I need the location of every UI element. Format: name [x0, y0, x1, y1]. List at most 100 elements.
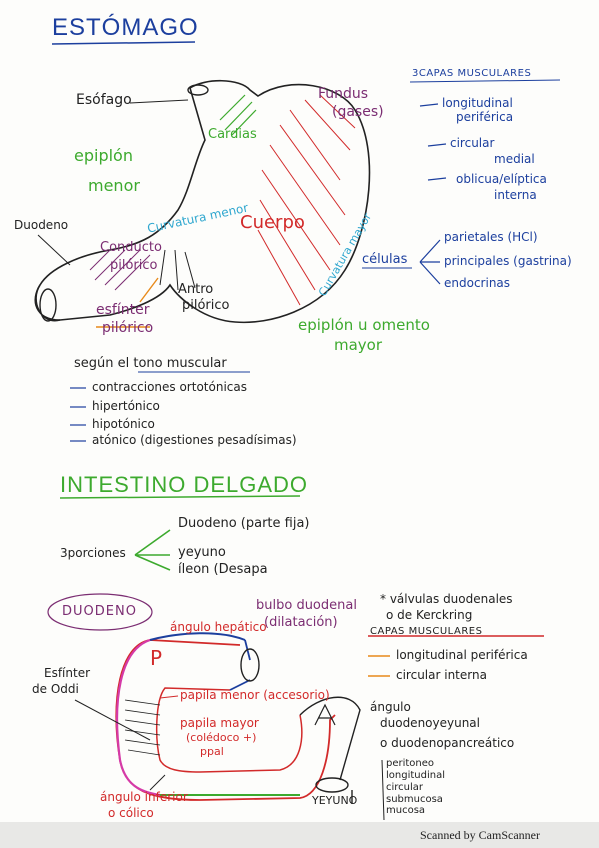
label-angulo-inf-2: o cólico	[108, 806, 154, 820]
porcion-1: Duodeno (parte fija)	[178, 516, 310, 531]
capas-list-5: mucosa	[386, 805, 426, 816]
label-valvulas-1: * válvulas duodenales	[380, 592, 513, 606]
label-epiplon-menor-2: menor	[88, 176, 140, 195]
pyloric-hatching	[89, 249, 151, 291]
duodeno-arrow	[37, 234, 71, 266]
duodenum-opening	[39, 288, 57, 322]
label-angulo-hepatico: ángulo hepático	[170, 620, 267, 634]
tono-4: atónico (digestiones pesadísimas)	[92, 433, 297, 447]
yeyuno-opening	[315, 777, 349, 793]
body-hatching	[257, 94, 356, 306]
capa-3b: interna	[494, 188, 537, 202]
label-esfinter-1: esfínter	[96, 302, 150, 318]
esfinter-arrow	[139, 277, 159, 303]
tono-3: hipotónico	[92, 417, 155, 431]
capa-3a: oblicua/elíptica	[456, 172, 547, 186]
intestino-title: INTESTINO DELGADO	[60, 472, 309, 497]
duodenum-a-mark	[314, 703, 336, 726]
title-underline	[51, 41, 196, 45]
label-cardias: Cardias	[208, 127, 257, 142]
stomach-title: ESTÓMAGO	[52, 14, 199, 41]
pancreas-hatching	[124, 699, 161, 756]
tono-2: hipertónico	[92, 399, 160, 413]
label-celulas: células	[362, 252, 408, 267]
label-angulo-dy-3: o duodenopancreático	[380, 736, 515, 750]
scan-strip	[0, 822, 599, 848]
oddi-pointer	[74, 699, 151, 741]
capas-list-2: longitudinal	[386, 770, 445, 781]
label-esfinter-oddi-2: de Oddi	[32, 682, 79, 696]
label-angulo-inf-1: ángulo inferior	[100, 790, 188, 804]
duodenum-left-magenta	[115, 638, 161, 797]
label-papila-mayor-2: (colédoco +)	[186, 731, 257, 744]
label-esfinter-2: pilórico	[102, 320, 154, 336]
capa-duo-2: circular interna	[396, 668, 487, 682]
cardias-hatching	[219, 94, 257, 136]
papila-menor-pointer	[159, 695, 179, 699]
esophagus-opening	[187, 84, 209, 96]
label-papila-mayor-3: ppal	[200, 745, 224, 758]
capas-arrows	[419, 103, 447, 181]
celula-2: principales (gastrina)	[444, 254, 572, 268]
duodenum-top-blue	[149, 632, 246, 641]
porcion-3: íleon (Desapa	[178, 562, 268, 577]
capa-1a: longitudinal	[442, 96, 513, 110]
label-cuerpo: Cuerpo	[240, 212, 305, 233]
label-antro-2: pilórico	[182, 298, 230, 313]
duodenum-c-inner	[155, 687, 303, 773]
capas-list-4: submucosa	[386, 794, 443, 805]
tono-intro: según el tono muscular	[74, 356, 227, 371]
capas-underline	[409, 79, 561, 83]
yeyuno-tube	[299, 696, 361, 781]
antrum-lines	[159, 249, 196, 291]
label-fundus: Fundus	[318, 86, 369, 102]
stomach-outline	[35, 79, 371, 324]
capas-duo-arrows	[368, 655, 390, 677]
letter-p: P	[150, 646, 163, 670]
label-angulo-dy-2: duodenoyeyunal	[380, 716, 480, 730]
label-papila-mayor-1: papila mayor	[180, 716, 259, 730]
label-epiplon-mayor-2: mayor	[334, 336, 383, 354]
label-papila-menor: papila menor (accesorio)	[180, 688, 330, 702]
label-duodeno: Duodeno	[14, 218, 69, 232]
bulb-opening	[240, 648, 260, 682]
angulo-inf-pointer	[149, 774, 166, 791]
label-conducto-2: pilórico	[110, 258, 158, 273]
label-esfinter-oddi-1: Esfínter	[44, 666, 91, 680]
porciones-label: 3porciones	[60, 546, 126, 560]
capas-list-3: circular	[386, 782, 424, 793]
duodenum-tube	[34, 284, 61, 321]
label-bulbo-2: (dilatación)	[264, 615, 338, 630]
capa-duo-1: longitudinal periférica	[396, 648, 528, 662]
label-antro-1: Antro	[178, 282, 214, 297]
capas-list-1: peritoneo	[386, 758, 435, 769]
label-conducto-1: Conducto	[100, 240, 162, 255]
label-yeyuno: YEYUNO	[312, 794, 358, 807]
label-valvulas-2: o de Kerckring	[386, 608, 473, 622]
tono-arrows	[70, 387, 86, 442]
label-esofago: Esófago	[76, 92, 132, 108]
esofago-arrow	[129, 99, 189, 104]
celulas-brace	[419, 239, 441, 285]
duodeno-title-cloud	[47, 593, 153, 631]
tono-1: contracciones ortotónicas	[92, 380, 247, 394]
porciones-arrows	[134, 529, 171, 571]
capas-title: 3CAPAS MUSCULARES	[412, 68, 532, 79]
duodeno-title: DUODENO	[62, 604, 137, 619]
capas-duo-title: CAPAS MUSCULARES	[370, 626, 483, 637]
duodenum-bulb-blue	[229, 639, 251, 691]
capa-2b: medial	[494, 152, 535, 166]
capa-2a: circular	[450, 136, 495, 150]
label-angulo-dy-1: ángulo	[370, 700, 411, 714]
celula-3: endocrinas	[444, 276, 511, 290]
label-gases: (gases)	[332, 104, 384, 120]
celula-1: parietales (HCl)	[444, 230, 538, 244]
label-bulbo-1: bulbo duodenal	[256, 598, 357, 613]
intestino-underline	[59, 495, 301, 499]
porcion-2: yeyuno	[178, 545, 226, 560]
label-epiplon-menor-1: epiplón	[74, 146, 133, 165]
capa-1b: periférica	[456, 110, 514, 124]
scanner-footer: Scanned by CamScanner	[420, 828, 540, 842]
label-epiplon-mayor-1: epiplón u omento	[298, 316, 430, 334]
